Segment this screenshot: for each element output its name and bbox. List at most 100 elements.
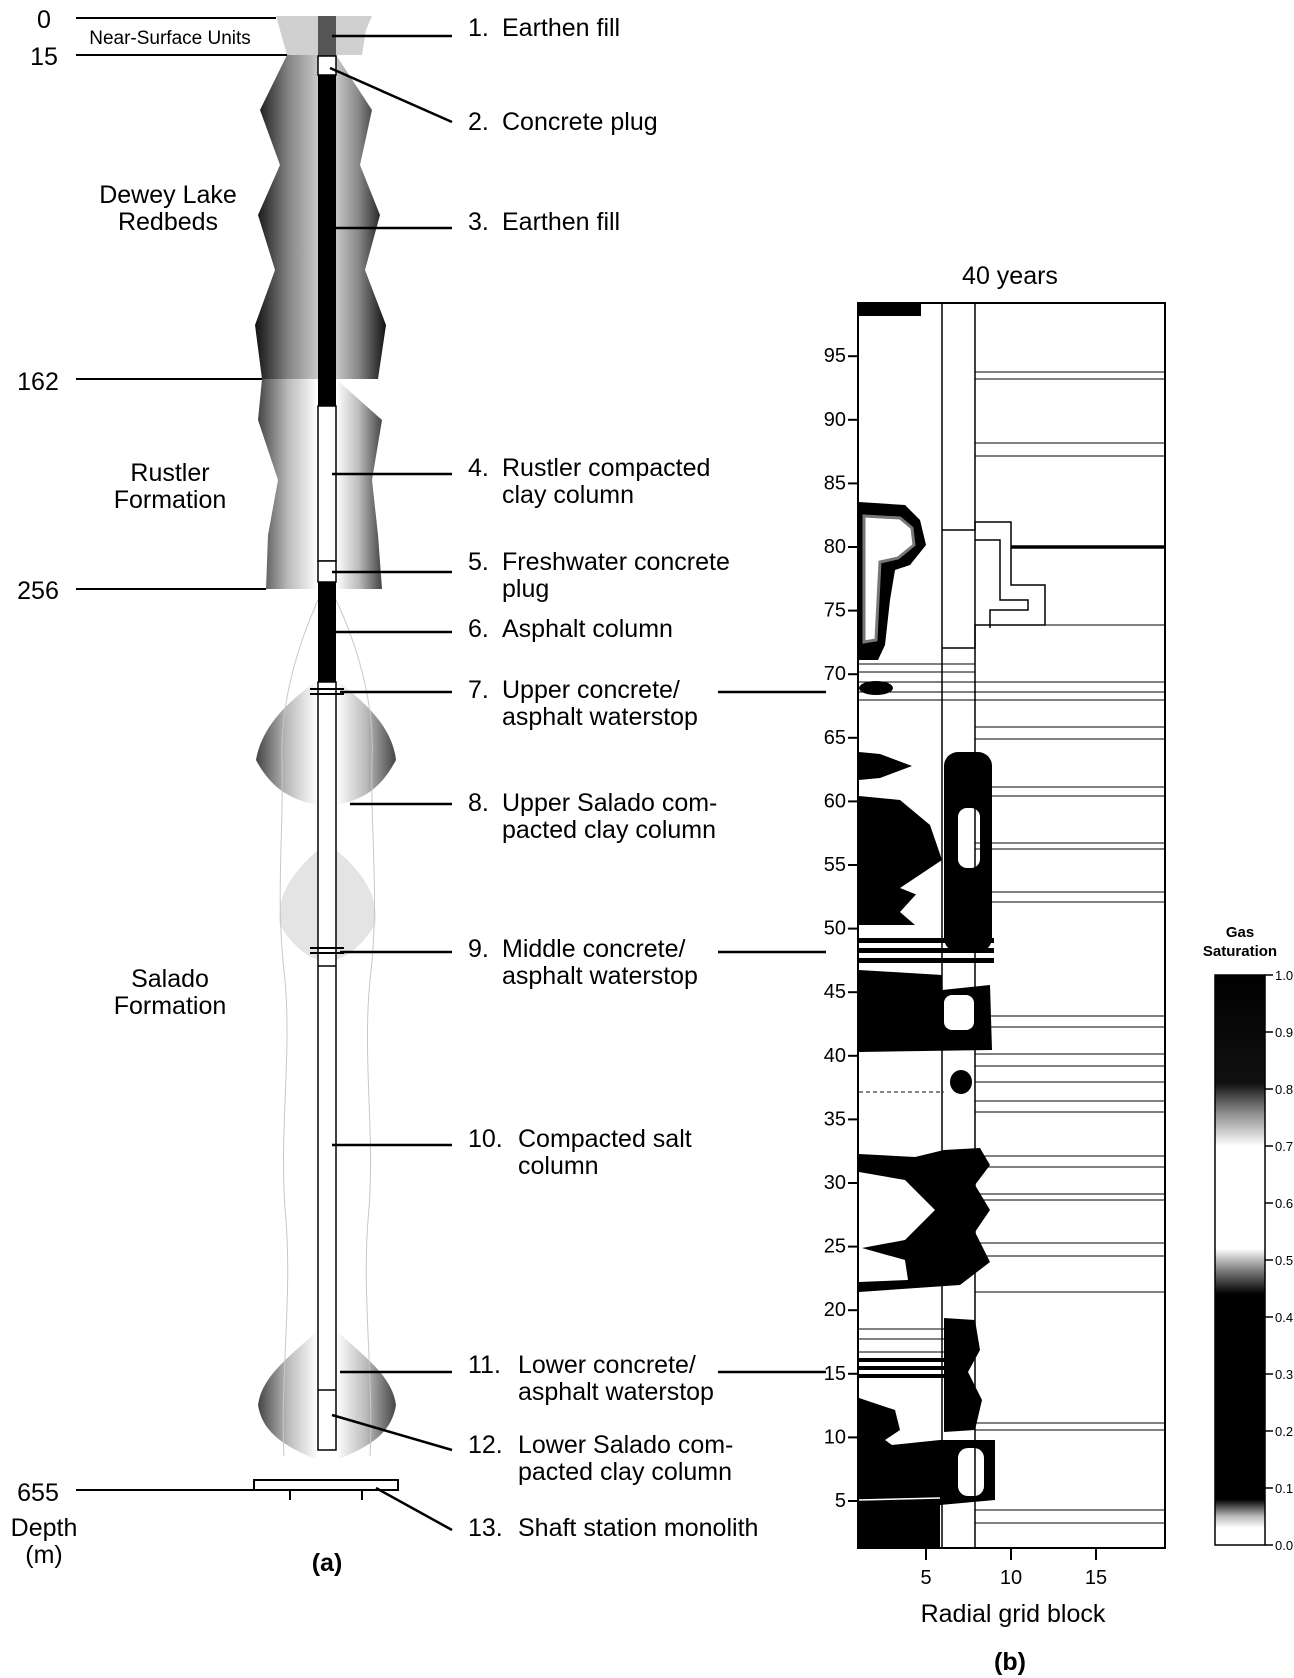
component-13-label: Shaft station monolith: [518, 1514, 758, 1542]
component-2-label: Concrete plug: [502, 108, 658, 136]
component-9-num: 9.: [468, 935, 489, 963]
component-7-label-1: Upper concrete/: [502, 676, 680, 704]
y-tick-label-90: 90: [824, 409, 846, 431]
salado-upper-rock-left: [256, 680, 318, 805]
component-7-label-2: asphalt waterstop: [502, 703, 698, 731]
colorbar-tick-label-0.3: 0.3: [1275, 1367, 1293, 1382]
component-6-label: Asphalt column: [502, 615, 673, 643]
component-5-label-1: Freshwater concrete: [502, 548, 730, 576]
unit-labels: Near-Surface Units Dewey Lake Redbeds Ru…: [89, 28, 251, 1020]
sat-bottom-hole: [958, 1448, 984, 1496]
depth-tick-0: 0: [37, 6, 51, 34]
component-9-label-1: Middle concrete/: [502, 935, 685, 963]
sat-band-16a: [859, 1358, 959, 1362]
sat-wedge-55: [900, 860, 942, 900]
dewey-label-2: Redbeds: [118, 208, 218, 236]
salado-mid-rock-right: [336, 850, 376, 960]
y-tick-label-50: 50: [824, 918, 846, 940]
component-10-num: 10.: [468, 1125, 503, 1153]
colorbar-ramp: [1214, 974, 1266, 1546]
y-tick-label-35: 35: [824, 1108, 846, 1130]
saturation-field: [858, 304, 995, 1547]
y-tick-label-70: 70: [824, 663, 846, 685]
component-3-label: Earthen fill: [502, 208, 620, 236]
colorbar-ticks: 1.00.90.80.70.60.50.40.30.20.10.0: [1265, 968, 1293, 1553]
component-8-num: 8.: [468, 789, 489, 817]
sat-band-48b: [859, 948, 994, 953]
component-9-label-2: asphalt waterstop: [502, 962, 698, 990]
y-tick-label-5: 5: [835, 1490, 846, 1512]
salado-rock-outline-left: [279, 599, 319, 1457]
colorbar-tick-label-1.0: 1.0: [1275, 968, 1293, 983]
sat-upper-seal-ring: [862, 514, 916, 644]
sat-band-48a: [859, 938, 994, 943]
colorbar-tick-label-0.4: 0.4: [1275, 1310, 1293, 1325]
rustler-rock-left: [258, 379, 318, 589]
x-axis: 5 10 15 Radial grid block: [920, 1548, 1107, 1628]
leader-13: [375, 1486, 453, 1532]
panel-b-caption: (b): [994, 1648, 1026, 1676]
component-8-label-1: Upper Salado com-: [502, 789, 717, 817]
depth-tick-655: 655: [17, 1479, 59, 1507]
salado-low-rock-right: [336, 1330, 396, 1460]
sat-blob-50-60: [859, 796, 942, 925]
panel-b-title: 40 years: [962, 262, 1058, 290]
sat-top-blob: [859, 304, 921, 316]
sat-blob-40-hole: [944, 995, 974, 1030]
sat-blob-40-46: [859, 970, 992, 1052]
component-1-num: 1.: [468, 14, 489, 42]
component-12-label-1: Lower Salado com-: [518, 1431, 733, 1459]
y-tick-label-15: 15: [824, 1363, 846, 1385]
rustler-clay-column: [317, 405, 337, 562]
sat-band-48c: [859, 958, 994, 963]
colorbar-tick-label-0.7: 0.7: [1275, 1139, 1293, 1154]
y-tick-label-45: 45: [824, 981, 846, 1003]
leader-2: [329, 66, 453, 124]
dewey-rock-left: [255, 55, 318, 379]
y-tick-label-40: 40: [824, 1045, 846, 1067]
near-surface-label: Near-Surface Units: [89, 28, 251, 49]
component-11-num: 11.: [468, 1351, 501, 1379]
asphalt-column: [318, 582, 336, 682]
y-tick-label-20: 20: [824, 1299, 846, 1321]
y-tick-label-55: 55: [824, 854, 846, 876]
dewey-label-1: Dewey Lake: [99, 181, 237, 209]
component-4-num: 4.: [468, 454, 489, 482]
x-tick-label-10: 10: [1000, 1567, 1022, 1589]
y-tick-label-95: 95: [824, 345, 846, 367]
component-4-label-1: Rustler compacted: [502, 454, 710, 482]
colorbar-tick-label-0.8: 0.8: [1275, 1082, 1293, 1097]
component-5-num: 5.: [468, 548, 489, 576]
y-tick-label-30: 30: [824, 1172, 846, 1194]
colorbar: Gas Saturation 1.00.90.80.70.60.50.40.30…: [1203, 924, 1293, 1553]
sat-dot-38: [950, 1070, 972, 1094]
y-tick-label-65: 65: [824, 727, 846, 749]
rock-zone: [255, 16, 396, 1460]
depth-tick-256: 256: [17, 577, 59, 605]
component-6-num: 6.: [468, 615, 489, 643]
component-11-label-1: Lower concrete/: [518, 1351, 696, 1379]
colorbar-tick-label-0.9: 0.9: [1275, 1025, 1293, 1040]
y-tick-label-85: 85: [824, 472, 846, 494]
sat-blob-15-19: [944, 1318, 982, 1432]
y-tick-label-80: 80: [824, 536, 846, 558]
component-13-num: 13.: [468, 1514, 503, 1542]
x-tick-label-15: 15: [1085, 1567, 1107, 1589]
colorbar-tick-label-0.0: 0.0: [1275, 1538, 1293, 1553]
rustler-label-1: Rustler: [130, 459, 209, 487]
component-5-label-2: plug: [502, 575, 549, 603]
y-tick-label-75: 75: [824, 600, 846, 622]
grid-inner-excursion: [975, 539, 1029, 628]
depth-unit-label: Depth: [11, 1514, 78, 1542]
earthen-fill-lower: [318, 75, 336, 406]
upper-salado-column: [317, 681, 337, 1451]
sat-band-16b: [859, 1366, 959, 1370]
rustler-label-2: Formation: [114, 486, 227, 514]
leader-12: [331, 1413, 453, 1452]
dewey-rock-right: [336, 55, 386, 379]
component-labels: 1. Earthen fill 2. Concrete plug 3. Eart…: [468, 14, 758, 1542]
colorbar-tick-label-0.1: 0.1: [1275, 1481, 1293, 1496]
sat-blob-22-32: [859, 1148, 990, 1292]
